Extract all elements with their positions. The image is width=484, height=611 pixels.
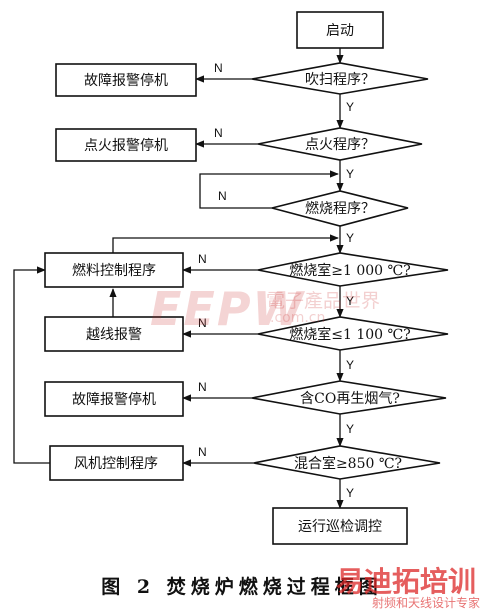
purge-label: 吹扫程序？ xyxy=(305,72,375,88)
fan-control-box xyxy=(49,445,184,481)
overlimit-alarm-box xyxy=(44,316,184,352)
connectors xyxy=(13,48,344,509)
no-label-temp-low: N xyxy=(198,252,207,266)
no-label-co: N xyxy=(198,380,207,394)
no-label-temp-high: N xyxy=(198,316,207,330)
edge-fuel-return xyxy=(112,234,339,253)
no-label-ignition: N xyxy=(214,126,223,140)
mix-label: 混合室≥850 ℃? xyxy=(294,455,402,472)
fault-alarm-box-1 xyxy=(55,63,197,97)
fan-control-label: 风机控制程序 xyxy=(74,456,158,472)
temp-low-decision xyxy=(257,252,449,287)
start-box xyxy=(296,11,384,49)
temp-high-label: 燃烧室≤1 100 ℃? xyxy=(289,326,410,343)
fuel-control-box xyxy=(44,252,184,288)
no-label-purge: N xyxy=(214,61,223,75)
yes-label-ignition: Y xyxy=(346,167,354,181)
mix-decision xyxy=(253,445,441,480)
yes-label-burn: Y xyxy=(346,231,354,245)
co-label: 含CO再生烟气? xyxy=(300,391,400,407)
yes-label-temp-low: Y xyxy=(346,294,354,308)
yes-label-purge: Y xyxy=(346,100,354,114)
run-box xyxy=(272,507,408,545)
ignition-label: 点火程序？ xyxy=(305,137,375,153)
yes-label-temp-high: Y xyxy=(346,358,354,372)
burn-label: 燃烧程序？ xyxy=(305,200,375,217)
branch-labels: N Y N Y N Y N Y N Y N Y N Y xyxy=(198,61,354,500)
edge-fan-fuel xyxy=(13,266,50,464)
temp-high-decision xyxy=(257,316,449,351)
ignition-alarm-label: 点火报警停机 xyxy=(84,137,168,154)
temp-low-label: 燃烧室≥1 000 ℃? xyxy=(289,262,410,279)
fault-alarm-box-2 xyxy=(44,381,184,417)
ignition-decision xyxy=(257,127,423,161)
start-label: 启动 xyxy=(326,23,354,39)
run-label: 运行巡检调控 xyxy=(298,519,382,535)
no-label-mix: N xyxy=(198,445,207,459)
ignition-alarm-box xyxy=(55,128,197,162)
fault-alarm-label-2: 故障报警停机 xyxy=(72,391,156,408)
yes-label-co: Y xyxy=(346,422,354,436)
fuel-control-label: 燃料控制程序 xyxy=(72,262,156,279)
flowchart: 启动 吹扫程序？ 故障报警停机 点火程序？ 点火报警停机 燃烧程序？ 燃料控制程… xyxy=(13,11,449,545)
purge-decision xyxy=(251,62,429,95)
fault-alarm-label-1: 故障报警停机 xyxy=(84,72,168,89)
overlimit-alarm-label: 越线报警 xyxy=(86,327,142,343)
burn-decision xyxy=(271,190,409,227)
no-label-burn: N xyxy=(218,189,227,203)
figure-caption: 图 2 焚烧炉燃烧过程框图 xyxy=(101,576,383,598)
co-decision xyxy=(251,380,447,415)
yes-label-mix: Y xyxy=(346,486,354,500)
edge-burn-loop xyxy=(199,170,339,209)
